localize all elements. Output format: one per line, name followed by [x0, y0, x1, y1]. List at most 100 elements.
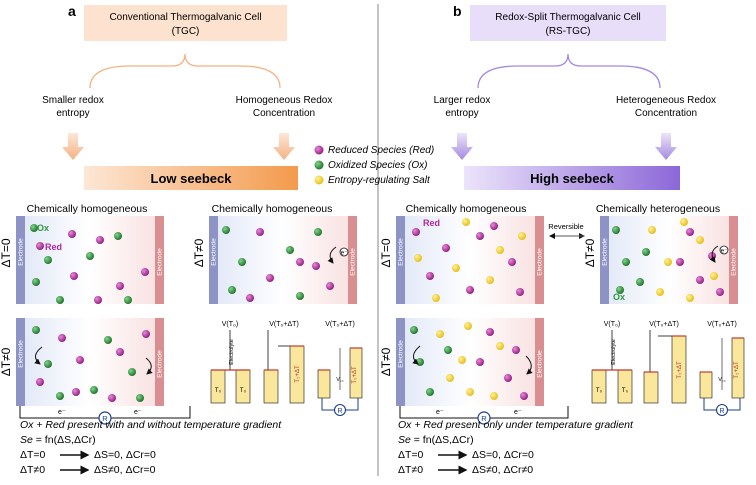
- salt-species-dot: [464, 322, 472, 330]
- t0-label: T₀: [622, 388, 629, 394]
- salt-species-dot: [452, 264, 460, 272]
- dt-nonzero-label: ΔT≠0: [0, 347, 13, 376]
- reversible-arrow: Reversible: [548, 222, 585, 239]
- salt-species-dot: [496, 342, 504, 350]
- panel-a-title-line2: (TGC): [172, 26, 200, 37]
- t0dt-label: T₀+ΔT: [677, 361, 683, 379]
- v0-label: V(T₀): [222, 321, 239, 328]
- panel-b-cell-dt-nonzero-circuit: Electrode Electrode R e⁻ e⁻: [396, 318, 569, 425]
- panel-b-cell-dt-nonzero-top: Electrode Electrode e⁻ Ox: [600, 216, 738, 304]
- panel-a-cell-dt0-left: Electrode Electrode Ox Red: [16, 216, 164, 304]
- red-species-dot: [108, 394, 116, 402]
- dt-nonzero-label: ΔT≠0: [379, 347, 393, 376]
- red-species-dot: [36, 378, 44, 386]
- red-species-dot: [68, 230, 76, 238]
- panel-b-seebeck-banner: [464, 166, 680, 190]
- red-species-dot: [516, 288, 524, 296]
- vcc-label: V꜀꜀: [718, 377, 726, 383]
- v1-label: V(T₀+ΔT): [707, 321, 737, 328]
- resistor-label: R: [719, 408, 724, 415]
- resistor-label: R: [481, 414, 487, 423]
- panel-b-right-prop-line2: Concentration: [635, 108, 697, 119]
- electrode-label: Electrode: [602, 238, 609, 266]
- panel-b-footer-se: Se = fn(ΔS,ΔCr): [398, 434, 474, 446]
- panel-b-right-arrow: [655, 133, 677, 160]
- panel-a-footer-line1: Ox + Red present with and without temper…: [20, 419, 282, 431]
- electrode-right: [155, 216, 164, 304]
- salt-species-dot: [664, 258, 672, 266]
- red-species-dot: [76, 356, 84, 364]
- legend-salt: Entropy-regulating Salt: [328, 175, 431, 186]
- salt-species-dot: [696, 236, 704, 244]
- ox-species-dot: [90, 386, 98, 394]
- electron-symbol: e⁻: [134, 409, 142, 416]
- electrode-label: Electrode: [537, 248, 544, 276]
- v1-label: V(T₀+ΔT): [649, 321, 679, 328]
- red-species-dot: [116, 348, 124, 356]
- ox-species-dot: [136, 394, 144, 402]
- ox-species-dot: [30, 224, 38, 232]
- ox-species-dot: [114, 232, 122, 240]
- red-species-dot: [696, 276, 704, 284]
- electrode-right: [155, 318, 164, 406]
- red-species-dot: [466, 286, 474, 294]
- salt-species-dot: [446, 374, 454, 382]
- panel-a-footer-line4-right: ΔS≠0, ΔCr=0: [94, 464, 156, 476]
- electrode-left: [16, 318, 25, 406]
- electrode-label: Electrode: [398, 238, 405, 266]
- electrode-right: [348, 216, 357, 304]
- red-species-dot: [476, 232, 484, 240]
- panel-b-left-prop-line2: entropy: [445, 108, 478, 119]
- reversible-label: Reversible: [548, 222, 583, 231]
- red-species-dot: [141, 268, 149, 276]
- electrode-left: [209, 216, 218, 304]
- red-species-dot: [266, 274, 274, 282]
- dt-zero-label: ΔT=0: [379, 238, 393, 267]
- electrode-right: [535, 216, 544, 304]
- electrolyte-label: Electrolyte: [611, 339, 617, 365]
- panel-a-left-prop-line2: entropy: [56, 108, 89, 119]
- panel-a-title-line1: Conventional Thermogalvanic Cell: [109, 12, 261, 23]
- panel-b-title-line1: Redox-Split Thermogalvanic Cell: [495, 12, 640, 23]
- salt-species-dot: [466, 388, 474, 396]
- salt-species-dot: [490, 392, 498, 400]
- panel-b-letter: b: [453, 3, 462, 19]
- panel-b-energy-diagrams: V(T₀) Electrolyte T₀ T₀ V(T₀+ΔT) T₀+ΔT V…: [591, 321, 745, 417]
- ox-species-dot: [238, 258, 246, 266]
- red-species-dot: [94, 296, 102, 304]
- resistor-label: R: [337, 408, 342, 415]
- panel-b-footer-line4-right: ΔS≠0, ΔCr≠0: [472, 464, 533, 476]
- t0dt-label: T₀+ΔT: [734, 361, 740, 379]
- salt-species-dot: [462, 218, 470, 226]
- electron-symbol: e⁻: [514, 409, 522, 416]
- ox-species-dot: [32, 326, 40, 334]
- electrode-left: [16, 216, 25, 304]
- v0-label: V(T₀): [604, 321, 621, 328]
- red-species-dot: [442, 244, 450, 252]
- panel-a-right-prop-line2: Concentration: [253, 108, 315, 119]
- resistor-icon: [98, 411, 112, 425]
- panel-a-seebeck-banner: [84, 166, 298, 190]
- t0dt-label: T₀+ΔT: [352, 366, 358, 384]
- electron-symbol: e⁻: [436, 409, 444, 416]
- ox-species-dot: [410, 326, 418, 334]
- red-species-dot: [686, 228, 694, 236]
- dt-nonzero-label: ΔT≠0: [583, 238, 597, 267]
- red-species-dot: [520, 392, 528, 400]
- panel-b-left-arrow: [451, 133, 473, 160]
- salt-species-icon: [314, 175, 324, 185]
- resistor-icon: [477, 411, 491, 425]
- t0dt-label: T₀+ΔT: [295, 365, 301, 383]
- red-species-dot: [246, 294, 254, 302]
- panel-a: a Conventional Thermogalvanic Cell (TGC)…: [0, 3, 363, 476]
- red-species-dot: [326, 282, 334, 290]
- salt-species-dot: [648, 226, 656, 234]
- t0-label: T₀: [596, 388, 603, 394]
- panel-a-right-arrow: [273, 133, 295, 160]
- panel-b-cell-dt0: Electrode Electrode Red: [396, 216, 544, 304]
- electron-symbol: e⁻: [58, 409, 66, 416]
- red-species-icon: [314, 145, 324, 155]
- electrode-left: [396, 318, 405, 406]
- ox-species-dot: [104, 336, 112, 344]
